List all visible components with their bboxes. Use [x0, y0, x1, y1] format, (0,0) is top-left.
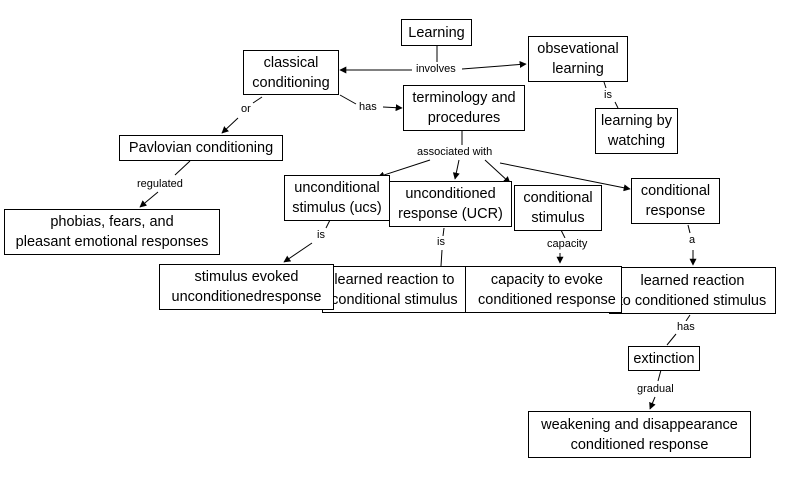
node-stimulus-evoked[interactable]: stimulus evoked unconditionedresponse [159, 264, 334, 310]
line-ext-gradual [657, 369, 662, 382]
node-learned-reaction[interactable]: learned reaction to conditioned stimulus [609, 267, 776, 314]
link-label-is-ucr: is [436, 236, 446, 249]
link-label-has: has [358, 101, 378, 114]
arrow-to-weakening [649, 396, 656, 410]
node-label: Learning [408, 24, 465, 41]
node-label: stimulus evoked unconditionedresponse [171, 269, 322, 305]
arrow-to-stim-evoked [283, 242, 313, 263]
node-weakening[interactable]: weakening and disappearance conditioned … [528, 411, 751, 458]
node-terminology-procedures[interactable]: terminology and procedures [403, 85, 525, 131]
node-label: learned reaction to conditioned stimulus [618, 272, 767, 309]
node-observational-learning[interactable]: obsevational learning [528, 36, 628, 82]
node-label: unconditional stimulus (ucs) [292, 180, 382, 216]
arrow-to-observational [461, 61, 527, 70]
line-ucs-is [325, 219, 331, 229]
node-label: classical conditioning [252, 54, 330, 91]
line-has-extinction [666, 333, 677, 346]
link-label-or: or [240, 103, 252, 116]
node-label: obsevational learning [537, 41, 619, 77]
node-conditional-response[interactable]: conditional response [631, 178, 720, 224]
line-cs-capacity [560, 229, 566, 239]
node-conditional-stimulus[interactable]: conditional stimulus [514, 185, 602, 231]
arrow-to-cr [499, 162, 631, 192]
arrow-to-pavlovian [221, 117, 239, 134]
link-label-a: a [688, 234, 697, 247]
node-label: unconditioned response (UCR) [398, 186, 503, 222]
link-label-is-ucs: is [316, 229, 326, 242]
node-unconditional-stimulus[interactable]: unconditional stimulus (ucs) [284, 175, 390, 221]
node-classical-conditioning[interactable]: classical conditioning [243, 50, 339, 95]
link-label-is-observational: is [603, 89, 613, 102]
arrow-to-ucr [452, 159, 460, 180]
node-unlearned-reaction[interactable]: unlearned reaction to unconditional stim… [322, 266, 470, 313]
line-pav-regulated [174, 160, 191, 176]
node-label: phobias, fears, and pleasant emotional r… [15, 214, 209, 250]
node-label: terminology and procedures [412, 90, 516, 126]
arrow-to-terminology [382, 104, 403, 112]
node-capacity-to-evoke[interactable]: capacity to evoke conditioned response [465, 266, 622, 313]
link-label-capacity: capacity [546, 238, 589, 251]
node-label: capacity to evoke conditioned response [478, 271, 616, 308]
line-learned-has [685, 314, 691, 322]
node-extinction[interactable]: extinction [628, 346, 700, 371]
node-label: conditional stimulus [523, 190, 593, 226]
link-label-regulated: regulated [136, 178, 184, 191]
node-label: Pavlovian conditioning [128, 140, 274, 156]
line-is-watching [614, 101, 619, 109]
line-is-unlearned [440, 249, 443, 267]
link-label-associated-with: associated with [416, 146, 494, 159]
arrow-to-ucs [377, 159, 431, 179]
node-label: extinction [633, 350, 695, 367]
node-label: weakening and disappearance conditioned … [541, 416, 738, 453]
link-label-involves: involves [415, 63, 457, 76]
node-label: unlearned reaction to unconditional stim… [322, 271, 458, 308]
node-learning-by-watching[interactable]: learning by watching [595, 108, 678, 154]
node-label: learning by watching [601, 113, 672, 149]
arrow-to-cs [484, 159, 511, 184]
link-label-gradual: gradual [636, 383, 675, 396]
line-classical-has [339, 94, 357, 105]
line-classical-or [252, 96, 263, 104]
node-unconditioned-response[interactable]: unconditioned response (UCR) [389, 181, 512, 227]
node-label: conditional response [640, 183, 711, 219]
line-obs-is [603, 81, 607, 89]
node-phobias[interactable]: phobias, fears, and pleasant emotional r… [4, 209, 220, 255]
link-label-has-extinction: has [676, 321, 696, 334]
arrow-to-phobias [139, 191, 159, 208]
line-ucr-is [442, 227, 445, 237]
node-learning[interactable]: Learning [401, 19, 472, 46]
node-pavlovian-conditioning[interactable]: Pavlovian conditioning [119, 135, 283, 161]
line-cr-a [687, 224, 691, 234]
